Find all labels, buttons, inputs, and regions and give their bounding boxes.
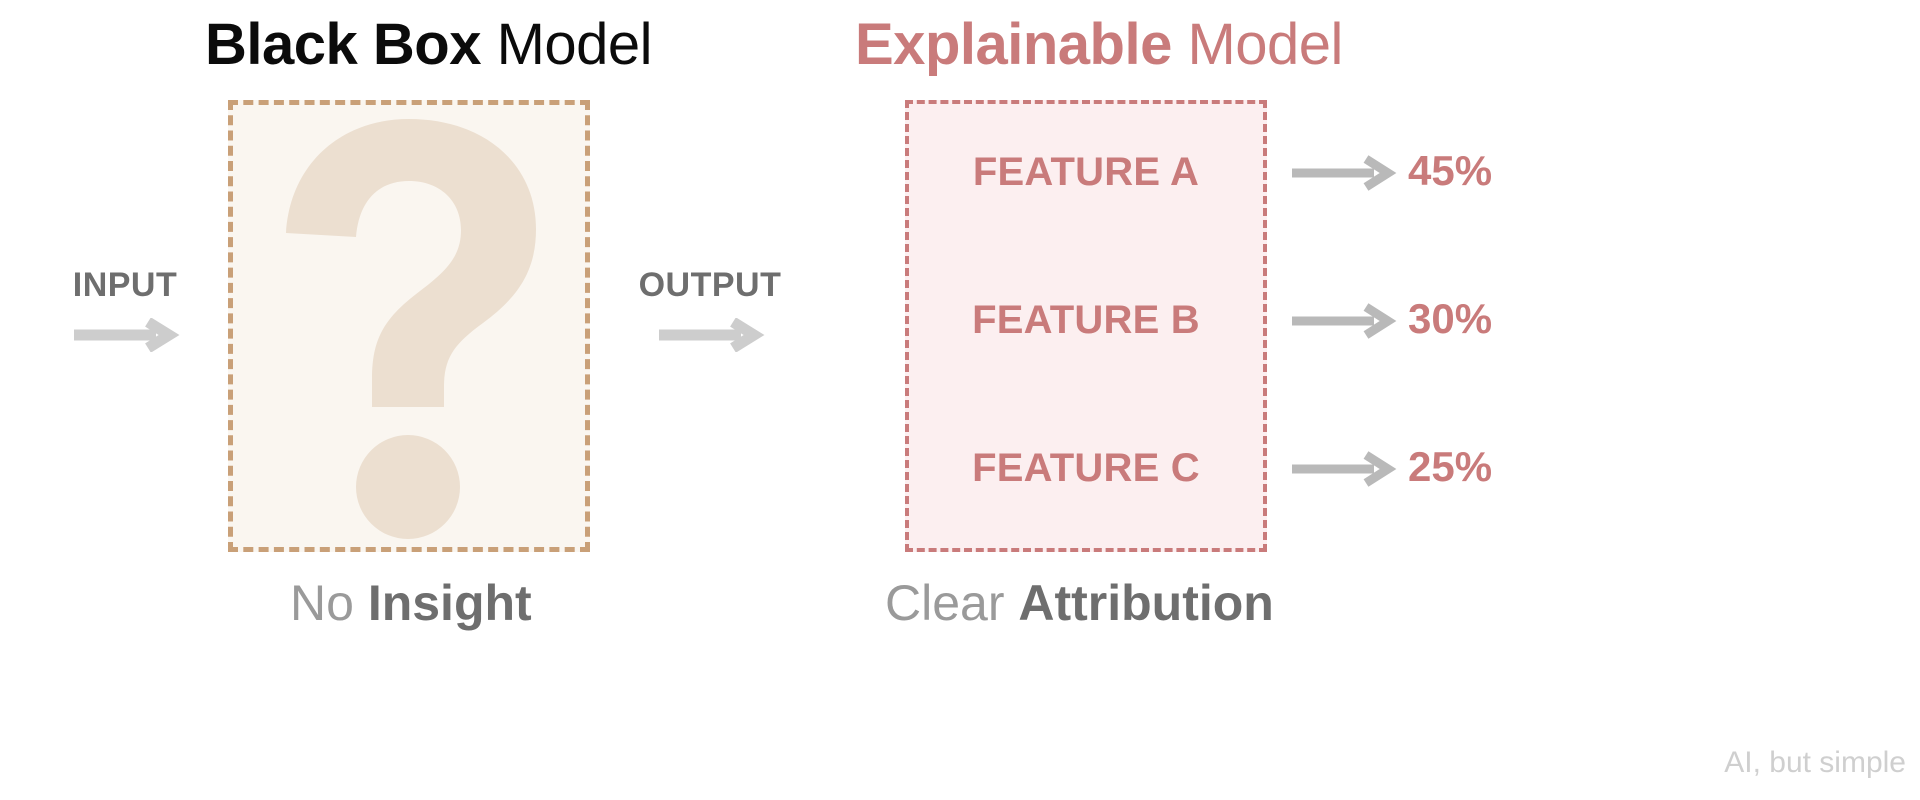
- caption-no-insight-light: No: [290, 575, 368, 631]
- page-title-explainable: Explainable Model: [855, 16, 1343, 74]
- feature-percent-c: 25%: [1408, 443, 1493, 490]
- feature-arrow-right-icon-a: [1290, 155, 1400, 196]
- output-arrow-right-icon: [625, 317, 795, 357]
- output-label: OUTPUT: [638, 266, 782, 304]
- input-group: INPUT: [60, 268, 190, 357]
- caption-no-insight-strong: Insight: [367, 575, 532, 631]
- explainable-box-container: [905, 100, 1267, 552]
- feature-percent-a: 45%: [1408, 147, 1493, 194]
- input-label: INPUT: [72, 266, 178, 304]
- feature-arrow-right-icon-b: [1290, 303, 1400, 344]
- feature-label-a: FEATURE A: [972, 150, 1200, 194]
- page-title-black-box-light: Model: [480, 12, 653, 77]
- black-box-container: [228, 100, 590, 552]
- feature-arrow-right-icon-c: [1290, 451, 1400, 492]
- feature-label-c: FEATURE C: [972, 446, 1200, 490]
- caption-clear-attribution-light: Clear: [885, 575, 1019, 631]
- page-title-explainable-strong: Explainable: [855, 12, 1172, 77]
- question-mark-icon: [233, 105, 585, 547]
- output-group: OUTPUT: [625, 268, 795, 357]
- input-arrow-right-icon: [60, 317, 190, 357]
- caption-clear-attribution-strong: Attribution: [1018, 575, 1274, 631]
- feature-percent-b: 30%: [1408, 295, 1493, 342]
- page-title-explainable-light: Model: [1171, 12, 1343, 77]
- page-title-black-box: Black Box Model: [205, 16, 653, 74]
- caption-no-insight: No Insight: [290, 578, 532, 628]
- watermark-text: AI, but simple: [1724, 746, 1906, 779]
- caption-clear-attribution: Clear Attribution: [885, 578, 1274, 628]
- feature-label-b: FEATURE B: [972, 298, 1200, 342]
- page-title-black-box-strong: Black Box: [205, 12, 481, 77]
